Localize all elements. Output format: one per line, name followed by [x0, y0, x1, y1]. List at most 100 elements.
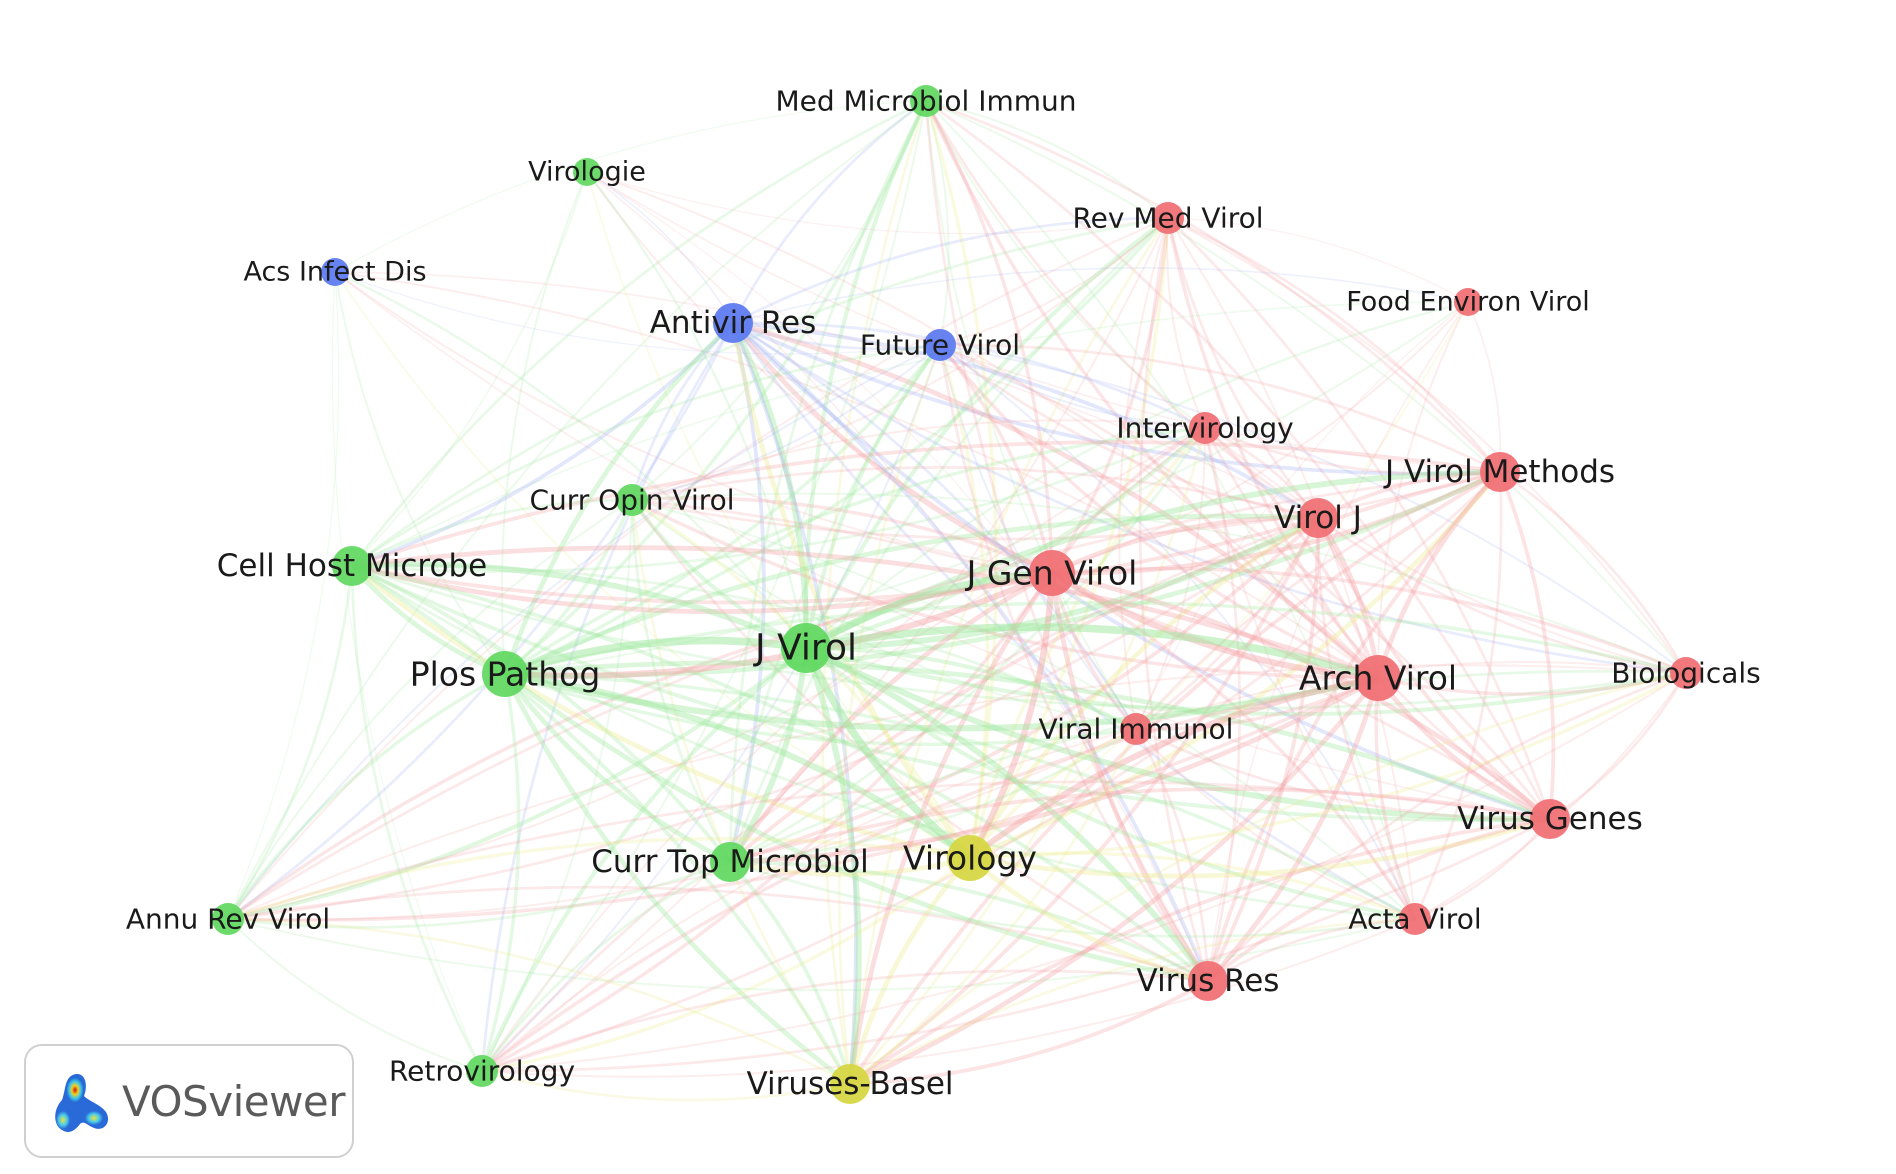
node-arch-virol[interactable]: [1355, 655, 1401, 701]
edge-antivir-res-annu-rev-virol: [227, 322, 735, 921]
node-curr-top-microbiol[interactable]: [710, 842, 750, 882]
edge-plos-pathog-acta-virol: [504, 672, 1416, 921]
edge-rev-med-virol-curr-opin-virol: [631, 217, 1169, 501]
edge-intervirology-j-virol-methods: [1204, 426, 1501, 476]
edge-future-virol-viruses-basel: [837, 344, 942, 1085]
edge-antivir-res-curr-opin-virol: [630, 322, 734, 501]
edge-food-environ-virol-j-gen-virol: [1051, 301, 1469, 574]
edge-annu-rev-virol-acta-virol: [227, 918, 1416, 992]
edge-antivir-res-j-virol-methods: [732, 321, 1501, 476]
node-label-j-gen-virol: J Gen Virol: [965, 554, 1138, 593]
node-label-virology: Virology: [903, 839, 1037, 878]
edge-med-microbiol-immun-j-gen-virol: [924, 100, 1054, 574]
edge-med-microbiol-immun-intervirology: [925, 100, 1206, 429]
edge-intervirology-arch-virol: [1203, 426, 1380, 679]
edge-viral-immunol-curr-top-microbiol: [729, 727, 1137, 864]
edge-viral-immunol-acta-virol: [1135, 728, 1416, 920]
edge-curr-top-microbiol-retrovirology: [480, 860, 731, 1072]
node-biologicals[interactable]: [1670, 657, 1702, 689]
edge-med-microbiol-immun-virus-res: [924, 100, 1210, 982]
node-future-virol[interactable]: [924, 329, 956, 361]
node-curr-opin-virol[interactable]: [616, 484, 648, 516]
node-label-j-virol-methods: J Virol Methods: [1383, 454, 1615, 490]
edge-rev-med-virol-virus-genes: [1167, 217, 1552, 820]
edge-arch-virol-retrovirology: [480, 676, 1379, 1073]
node-virus-genes[interactable]: [1530, 799, 1570, 839]
edge-rev-med-virol-annu-rev-virol: [227, 217, 1169, 920]
edge-virol-j-j-virol: [805, 515, 1320, 651]
node-virus-res[interactable]: [1188, 961, 1228, 1001]
node-rev-med-virol[interactable]: [1152, 202, 1184, 234]
edge-j-virol-methods-acta-virol: [1413, 471, 1503, 920]
edge-virologie-antivir-res: [586, 171, 734, 324]
edge-cell-host-microbe-j-virol: [351, 561, 808, 651]
edge-virol-j-virology: [967, 515, 1320, 860]
edge-plos-pathog-virology: [504, 670, 972, 861]
node-j-gen-virol[interactable]: [1029, 550, 1075, 596]
node-viruses-basel[interactable]: [830, 1064, 870, 1104]
node-viral-immunol[interactable]: [1120, 713, 1152, 745]
node-label-virus-genes: Virus Genes: [1457, 801, 1643, 837]
edge-med-microbiol-immun-rev-med-virol: [925, 100, 1169, 219]
edge-j-virol-arch-virol: [805, 623, 1380, 682]
edge-j-virol-methods-virology: [969, 470, 1502, 861]
edge-virologie-virology: [586, 171, 971, 859]
edge-rev-med-virol-cell-host-microbe: [351, 216, 1169, 568]
edge-curr-opin-virol-arch-virol: [631, 498, 1379, 680]
node-label-viruses-basel: Viruses-Basel: [746, 1066, 953, 1102]
edge-arch-virol-virus-res: [1206, 677, 1381, 983]
edge-future-virol-arch-virol: [938, 343, 1379, 680]
node-plos-pathog[interactable]: [482, 651, 528, 697]
edge-acs-infect-dis-future-virol: [334, 271, 941, 355]
node-label-viral-immunol: Viral Immunol: [1039, 713, 1234, 746]
edge-acs-infect-dis-plos-pathog: [334, 271, 506, 675]
node-cell-host-microbe[interactable]: [332, 546, 372, 586]
edge-virus-genes-virology: [969, 816, 1551, 879]
edge-j-gen-virol-retrovirology: [481, 572, 1054, 1073]
edge-food-environ-virol-virology: [969, 301, 1469, 859]
edge-j-gen-virol-j-virol: [804, 569, 1053, 652]
node-acs-infect-dis[interactable]: [321, 258, 349, 286]
node-virologie[interactable]: [573, 158, 601, 186]
edge-future-virol-virus-genes: [939, 343, 1552, 820]
edge-future-virol-virol-j: [939, 343, 1319, 520]
node-virol-j[interactable]: [1298, 498, 1338, 538]
node-j-virol[interactable]: [781, 623, 831, 673]
edge-antivir-res-j-gen-virol: [731, 321, 1053, 576]
edge-rev-med-virol-arch-virol: [1166, 217, 1380, 680]
node-j-virol-methods[interactable]: [1480, 452, 1520, 492]
node-food-environ-virol[interactable]: [1454, 288, 1482, 316]
edge-virol-j-virus-res: [1206, 517, 1320, 982]
edge-virus-genes-acta-virol: [1414, 818, 1552, 921]
edge-curr-opin-virol-viruses-basel: [630, 499, 852, 1085]
edge-future-virol-viral-immunol: [939, 344, 1137, 730]
edge-j-gen-virol-virus-genes: [1051, 570, 1552, 821]
node-med-microbiol-immun[interactable]: [910, 85, 942, 117]
edge-biologicals-virology: [969, 671, 1687, 860]
edge-med-microbiol-immun-curr-top-microbiol: [728, 100, 928, 863]
edge-j-virol-methods-plos-pathog: [504, 469, 1502, 678]
edge-virus-genes-retrovirology: [481, 817, 1551, 1073]
edge-intervirology-curr-opin-virol: [631, 419, 1206, 501]
edge-food-environ-virol-virus-res: [1207, 301, 1469, 982]
edge-rev-med-virol-viral-immunol: [1118, 217, 1169, 730]
edge-acta-virol-virus-res: [1207, 917, 1416, 983]
edge-med-microbiol-immun-j-virol: [803, 100, 928, 649]
edge-annu-rev-virol-viruses-basel: [227, 917, 851, 1086]
edge-plos-pathog-viral-immunol: [504, 672, 1137, 747]
node-retrovirology[interactable]: [466, 1055, 498, 1087]
node-annu-rev-virol[interactable]: [212, 903, 244, 935]
node-virology[interactable]: [947, 835, 993, 881]
node-acta-virol[interactable]: [1399, 903, 1431, 935]
node-antivir-res[interactable]: [713, 303, 753, 343]
node-intervirology[interactable]: [1189, 412, 1221, 444]
edge-biologicals-virus-genes: [1549, 672, 1688, 821]
edge-arch-virol-viral-immunol: [1135, 676, 1379, 731]
edge-curr-opin-virol-retrovirology: [481, 499, 633, 1072]
edge-cell-host-microbe-virus-genes: [351, 564, 1551, 822]
edge-rev-med-virol-j-virol-methods: [1167, 216, 1502, 473]
edge-j-gen-virol-virology: [967, 572, 1056, 860]
edge-cell-host-microbe-virus-res: [351, 564, 1210, 983]
edge-virol-j-acta-virol: [1316, 517, 1417, 920]
edge-viral-immunol-retrovirology: [481, 728, 1137, 1072]
